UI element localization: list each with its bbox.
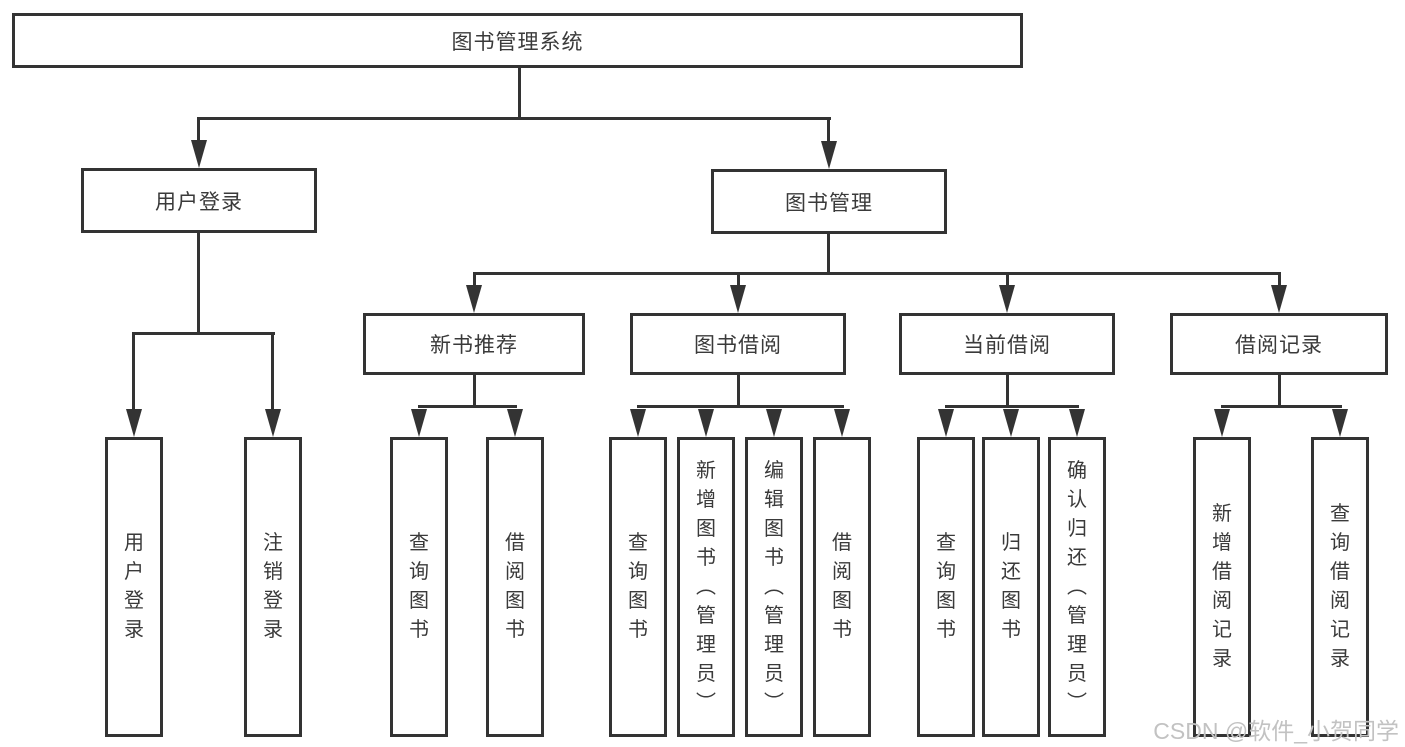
node-leaf-borrow-book: 借阅图书: [813, 437, 871, 737]
connector-hline: [418, 405, 517, 408]
node-leaf-return-book: 归还图书: [982, 437, 1040, 737]
node-library-management-system: 图书管理系统: [12, 13, 1023, 68]
connector-vline: [737, 272, 740, 288]
connector-vline: [197, 117, 200, 143]
arrow-down-icon: [730, 285, 746, 313]
node-borrow-record: 借阅记录: [1170, 313, 1388, 375]
arrow-down-icon: [507, 409, 523, 437]
arrow-down-icon: [821, 141, 837, 169]
connector-vline: [1006, 272, 1009, 288]
arrow-down-icon: [630, 409, 646, 437]
node-leaf-confirm-return-admin: 确认归还︵管理员︶: [1048, 437, 1106, 737]
arrow-down-icon: [126, 409, 142, 437]
connector-hline: [1221, 405, 1342, 408]
arrow-down-icon: [834, 409, 850, 437]
arrow-down-icon: [938, 409, 954, 437]
arrow-down-icon: [698, 409, 714, 437]
node-label: 当前借阅: [963, 334, 1051, 357]
connector-hline: [637, 405, 844, 408]
arrow-down-icon: [265, 409, 281, 437]
node-leaf-borrow-book: 借阅图书: [486, 437, 544, 737]
arrow-down-icon: [411, 409, 427, 437]
node-label: 借阅图书: [832, 532, 852, 641]
node-leaf-user-login: 用户登录: [105, 437, 163, 737]
node-label: 图书借阅: [694, 334, 782, 357]
connector-vline: [473, 375, 476, 408]
arrow-down-icon: [999, 285, 1015, 313]
arrow-down-icon: [191, 140, 207, 168]
connector-vline: [271, 332, 274, 412]
node-label: 借阅记录: [1235, 334, 1323, 357]
node-label: 新增图书︵管理员︶: [696, 459, 716, 714]
node-leaf-query-borrow-record: 查询借阅记录: [1311, 437, 1369, 737]
arrow-down-icon: [1003, 409, 1019, 437]
node-label: 查询借阅记录: [1330, 503, 1350, 670]
connector-vline: [827, 234, 830, 275]
arrow-down-icon: [1271, 285, 1287, 313]
node-leaf-add-book-admin: 新增图书︵管理员︶: [677, 437, 735, 737]
node-label: 查询图书: [628, 532, 648, 641]
connector-vline: [1278, 272, 1281, 288]
node-leaf-add-borrow-record: 新增借阅记录: [1193, 437, 1251, 737]
connector-vline: [737, 375, 740, 408]
node-label: 查询图书: [936, 532, 956, 641]
node-book-borrow: 图书借阅: [630, 313, 846, 375]
connector-hline: [945, 405, 1079, 408]
arrow-down-icon: [466, 285, 482, 313]
arrow-down-icon: [766, 409, 782, 437]
node-label: 查询图书: [409, 532, 429, 641]
node-new-book-recommend: 新书推荐: [363, 313, 585, 375]
connector-vline: [473, 272, 476, 288]
node-label: 注销登录: [263, 532, 283, 641]
connector-vline: [1006, 375, 1009, 408]
connector-hline: [473, 272, 1281, 275]
node-current-borrow: 当前借阅: [899, 313, 1115, 375]
node-label: 图书管理系统: [451, 30, 584, 54]
connector-vline: [827, 117, 830, 143]
node-label: 新增借阅记录: [1212, 503, 1232, 670]
node-label: 借阅图书: [505, 532, 525, 641]
node-leaf-query-book: 查询图书: [390, 437, 448, 737]
connector-vline: [197, 233, 200, 335]
connector-vline: [1278, 375, 1281, 408]
node-book-management: 图书管理: [711, 169, 947, 234]
node-leaf-edit-book-admin: 编辑图书︵管理员︶: [745, 437, 803, 737]
node-leaf-query-book: 查询图书: [609, 437, 667, 737]
arrow-down-icon: [1214, 409, 1230, 437]
connector-hline: [197, 117, 831, 120]
node-label: 图书管理: [785, 191, 873, 215]
node-label: 确认归还︵管理员︶: [1067, 459, 1087, 714]
arrow-down-icon: [1069, 409, 1085, 437]
node-label: 新书推荐: [430, 334, 518, 357]
connector-vline: [518, 66, 521, 120]
node-user-login: 用户登录: [81, 168, 317, 233]
csdn-watermark: CSDN @软件_小贺同学: [1153, 718, 1399, 744]
node-label: 编辑图书︵管理员︶: [764, 459, 784, 714]
connector-hline: [132, 332, 275, 335]
arrow-down-icon: [1332, 409, 1348, 437]
node-label: 归还图书: [1001, 532, 1021, 641]
connector-vline: [132, 332, 135, 412]
node-label: 用户登录: [124, 532, 144, 641]
node-leaf-logout: 注销登录: [244, 437, 302, 737]
node-leaf-query-book: 查询图书: [917, 437, 975, 737]
node-label: 用户登录: [155, 190, 243, 214]
